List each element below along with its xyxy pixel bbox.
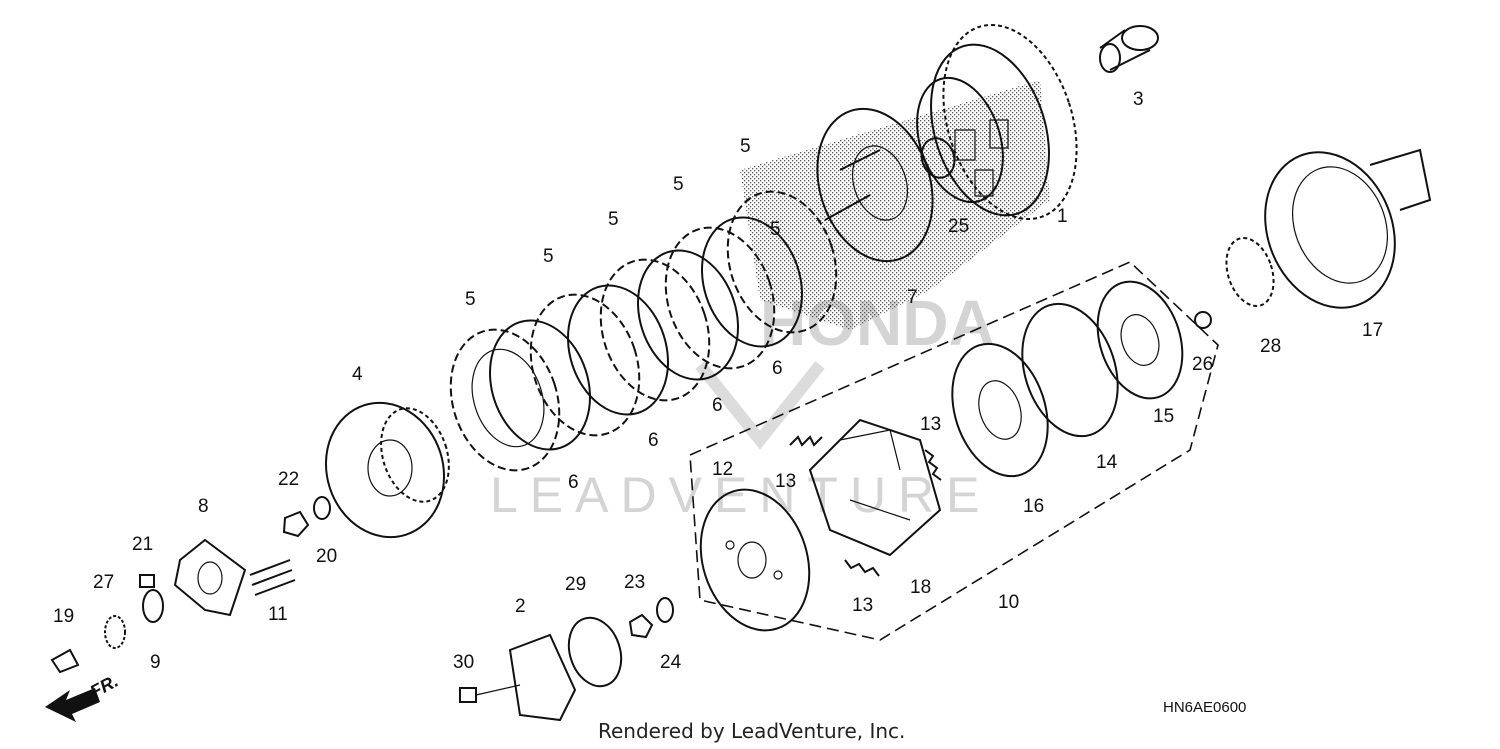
centrifugal-plate <box>699 488 811 632</box>
spring-11 <box>249 559 296 596</box>
callout: 8 <box>198 496 209 517</box>
clutch-drum <box>1264 148 1432 309</box>
callout: 16 <box>1023 496 1044 517</box>
callout: 19 <box>53 606 74 627</box>
callout: 1 <box>1057 206 1068 227</box>
callout: 5 <box>770 219 781 240</box>
nut-22 <box>282 510 310 538</box>
callout: 6 <box>568 472 579 493</box>
callout: 7 <box>907 287 918 308</box>
callout: 10 <box>998 592 1019 613</box>
cover-2 <box>508 633 577 722</box>
callout: 26 <box>1192 354 1213 375</box>
clutch-disc-stack <box>449 190 838 472</box>
callout: 6 <box>712 395 723 416</box>
drive-plate <box>816 107 934 263</box>
nut-23 <box>628 613 654 639</box>
callout: 15 <box>1153 406 1174 427</box>
primary-drive-gear <box>324 401 450 539</box>
watermark-text: LEADVENTURE <box>490 467 992 523</box>
plate-14 <box>1021 302 1119 438</box>
callout: 12 <box>712 459 733 480</box>
diagram-code: HN6AE0600 <box>1163 699 1246 716</box>
callout: 6 <box>772 358 783 379</box>
one-way-clutch <box>1225 237 1275 307</box>
callout: 21 <box>132 534 153 555</box>
plate-16 <box>951 342 1049 478</box>
lifter-plate <box>173 538 247 617</box>
bearing-27 <box>104 615 126 649</box>
callout: 5 <box>673 174 684 195</box>
callout: 5 <box>465 289 476 310</box>
bolt-21 <box>139 574 155 588</box>
callout: 14 <box>1096 452 1118 473</box>
spring-bottom <box>844 559 880 577</box>
washer-24 <box>656 597 674 623</box>
bolt-30 <box>459 687 477 703</box>
callout: 17 <box>1362 320 1383 341</box>
callout: 13 <box>920 414 941 435</box>
callout: 5 <box>608 209 619 230</box>
callout: 13 <box>852 595 873 616</box>
callout: 11 <box>268 604 288 625</box>
callout: 25 <box>948 216 969 237</box>
pin-19 <box>50 648 80 674</box>
collar <box>1099 25 1159 73</box>
washer-20 <box>313 496 331 520</box>
callout: 18 <box>910 577 931 598</box>
snap-ring <box>920 137 956 179</box>
callout: 9 <box>150 652 161 673</box>
watermark: HONDA LEADVENTURE <box>490 287 995 523</box>
shading-band <box>740 80 1050 330</box>
clutch-weights <box>808 418 942 557</box>
plate-15 <box>1096 280 1184 400</box>
callout: 13 <box>775 471 796 492</box>
callout: 22 <box>278 469 299 490</box>
gasket-29 <box>567 616 623 688</box>
callout: 23 <box>624 572 645 593</box>
callout: 27 <box>93 572 114 593</box>
spring-top <box>789 435 823 447</box>
footer-credit: Rendered by LeadVenture, Inc. <box>598 719 905 743</box>
seal-9 <box>142 589 164 623</box>
callout: 5 <box>740 136 751 157</box>
callout: 6 <box>648 430 659 451</box>
callout: 3 <box>1133 89 1144 110</box>
callout: 4 <box>352 364 363 385</box>
callout: 28 <box>1260 336 1281 357</box>
callout: 29 <box>565 574 586 595</box>
callout: 5 <box>543 246 554 267</box>
callout: 20 <box>316 546 337 567</box>
callout: 2 <box>515 596 526 617</box>
circlip-26 <box>1194 311 1212 329</box>
callout: 30 <box>453 652 474 673</box>
centrifugal-clutch-outline <box>689 261 1219 641</box>
front-arrow-icon: FR. <box>45 671 122 722</box>
spring-right <box>924 449 942 481</box>
callout: 24 <box>660 652 682 673</box>
